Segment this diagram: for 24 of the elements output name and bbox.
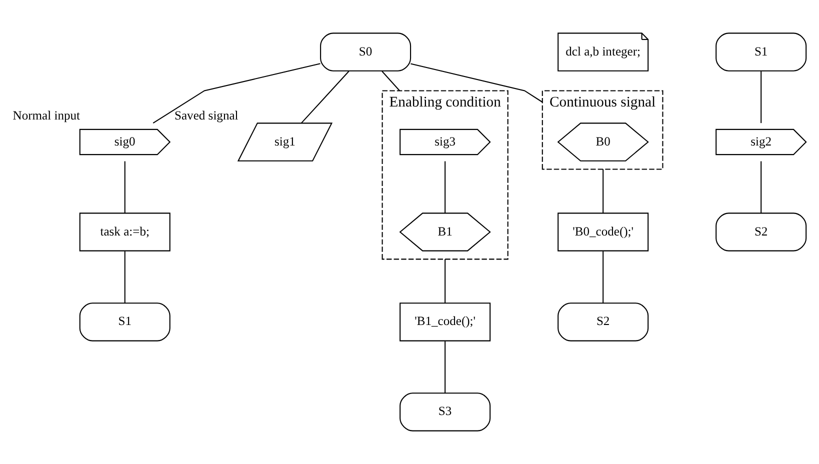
node-box: S3 bbox=[400, 392, 491, 432]
connector bbox=[124, 161, 126, 214]
connector bbox=[124, 251, 126, 304]
connector bbox=[602, 169, 604, 214]
node-box: S2 bbox=[716, 212, 807, 252]
node-box: 'B1_code();' bbox=[400, 302, 491, 342]
node-box: 'B0_code();' bbox=[558, 212, 649, 252]
connector bbox=[760, 161, 762, 214]
node-box: S2 bbox=[558, 302, 649, 342]
node-label: Saved signal bbox=[174, 108, 238, 123]
node-box: S0 bbox=[320, 32, 412, 72]
node-box: S1 bbox=[79, 302, 170, 342]
connector bbox=[382, 70, 400, 92]
node-box: task a:=b; bbox=[79, 212, 170, 252]
connector bbox=[410, 63, 543, 103]
node-label: Normal input bbox=[12, 108, 80, 123]
connector bbox=[444, 161, 446, 214]
connector bbox=[301, 70, 350, 124]
node-box: S1 bbox=[716, 32, 807, 72]
connector bbox=[760, 71, 762, 124]
connector bbox=[602, 251, 604, 304]
connector bbox=[444, 341, 446, 394]
connector bbox=[444, 259, 446, 304]
connector bbox=[152, 63, 320, 124]
